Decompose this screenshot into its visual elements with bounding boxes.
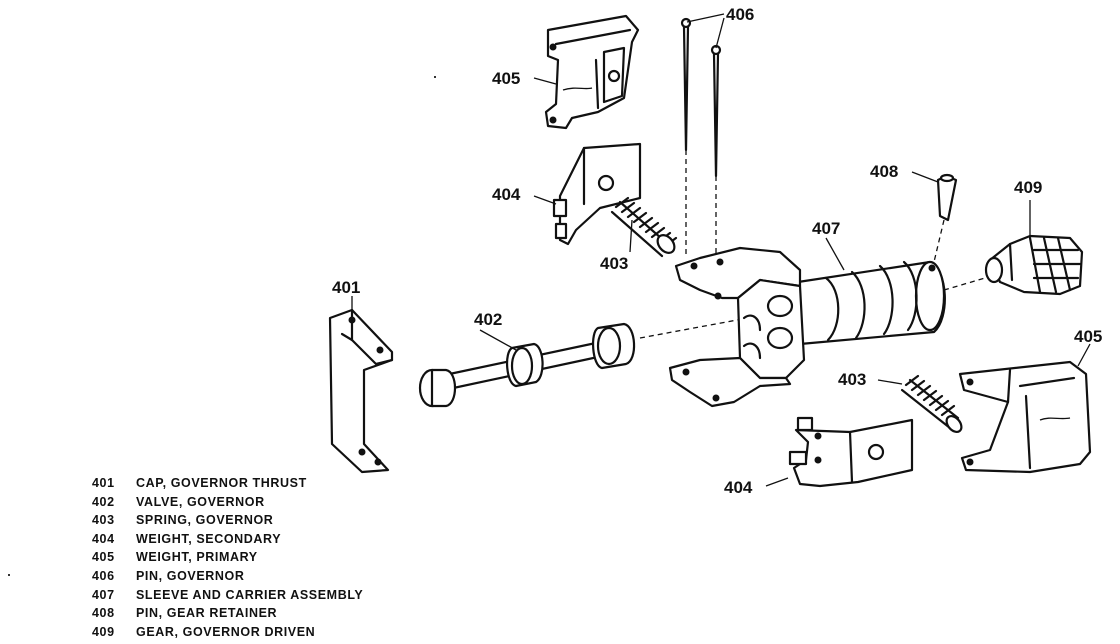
governor-spring-upper bbox=[610, 196, 678, 258]
primary-weight-right bbox=[958, 360, 1092, 474]
callout-406: 406 bbox=[726, 5, 754, 24]
governor-thrust-cap bbox=[328, 308, 394, 474]
governor-pins bbox=[680, 17, 722, 258]
callout-407: 407 bbox=[812, 219, 840, 238]
legend-number: 408 bbox=[92, 606, 115, 621]
callout-404-bottom: 404 bbox=[724, 478, 753, 497]
callout-401: 401 bbox=[332, 278, 360, 297]
legend-item: 401 CAP, GOVERNOR THRUST bbox=[92, 474, 363, 493]
legend-item: 403 SPRING, GOVERNOR bbox=[92, 511, 363, 530]
callout-405-top: 405 bbox=[492, 69, 520, 88]
gear-retainer-pin bbox=[933, 173, 958, 263]
scan-speck bbox=[8, 574, 10, 576]
callout-409: 409 bbox=[1014, 178, 1042, 197]
governor-valve bbox=[418, 317, 749, 408]
legend-description: PIN, GOVERNOR bbox=[136, 568, 245, 583]
legend-number: 406 bbox=[92, 568, 115, 583]
governor-driven-gear bbox=[943, 234, 1084, 296]
callout-404-top: 404 bbox=[492, 185, 521, 204]
legend-description: CAP, GOVERNOR THRUST bbox=[136, 476, 307, 490]
legend-number: 409 bbox=[92, 624, 115, 639]
legend-item: 405 WEIGHT, PRIMARY bbox=[92, 548, 363, 567]
leader-lines bbox=[351, 13, 1091, 487]
callout-405-right: 405 bbox=[1074, 327, 1102, 346]
legend-number: 401 bbox=[92, 476, 115, 490]
callout-403-bottom: 403 bbox=[838, 370, 866, 389]
callout-403-top: 403 bbox=[600, 254, 628, 273]
primary-weight-top bbox=[544, 14, 640, 130]
legend-number: 404 bbox=[92, 531, 115, 546]
legend-description: WEIGHT, SECONDARY bbox=[136, 531, 282, 546]
legend-description: VALVE, GOVERNOR bbox=[136, 494, 265, 509]
scan-speck bbox=[434, 76, 436, 78]
callout-402: 402 bbox=[474, 310, 502, 329]
callout-408: 408 bbox=[870, 162, 898, 181]
sleeve-carrier-assembly bbox=[668, 246, 946, 408]
legend-item: 409 GEAR, GOVERNOR DRIVEN bbox=[92, 623, 363, 642]
legend-number: 402 bbox=[92, 494, 115, 509]
legend-description: GEAR, GOVERNOR DRIVEN bbox=[136, 624, 316, 639]
legend-number: 407 bbox=[92, 587, 115, 602]
secondary-weight-top bbox=[552, 142, 642, 246]
legend-number: 403 bbox=[92, 513, 115, 528]
secondary-weight-bottom bbox=[788, 416, 914, 488]
legend-description: SPRING, GOVERNOR bbox=[136, 513, 274, 528]
legend-item: 406 PIN, GOVERNOR bbox=[92, 567, 363, 586]
governor-spring-lower bbox=[900, 374, 963, 433]
legend-item: 407 SLEEVE AND CARRIER ASSEMBLY bbox=[92, 586, 363, 605]
legend-description: WEIGHT, PRIMARY bbox=[136, 550, 258, 565]
legend-number: 405 bbox=[92, 550, 115, 565]
callout-labels: 406 405 404 403 408 409 407 401 402 405 … bbox=[332, 5, 1102, 497]
legend-description: SLEEVE AND CARRIER ASSEMBLY bbox=[136, 587, 364, 602]
legend-item: 404 WEIGHT, SECONDARY bbox=[92, 530, 363, 549]
parts-legend: 401 CAP, GOVERNOR THRUST 402 VALVE, GOVERN… bbox=[92, 474, 363, 641]
legend-item: 402 VALVE, GOVERNOR bbox=[92, 493, 363, 512]
legend-description: PIN, GEAR RETAINER bbox=[136, 606, 278, 621]
legend-item: 408 PIN, GEAR RETAINER bbox=[92, 604, 363, 623]
